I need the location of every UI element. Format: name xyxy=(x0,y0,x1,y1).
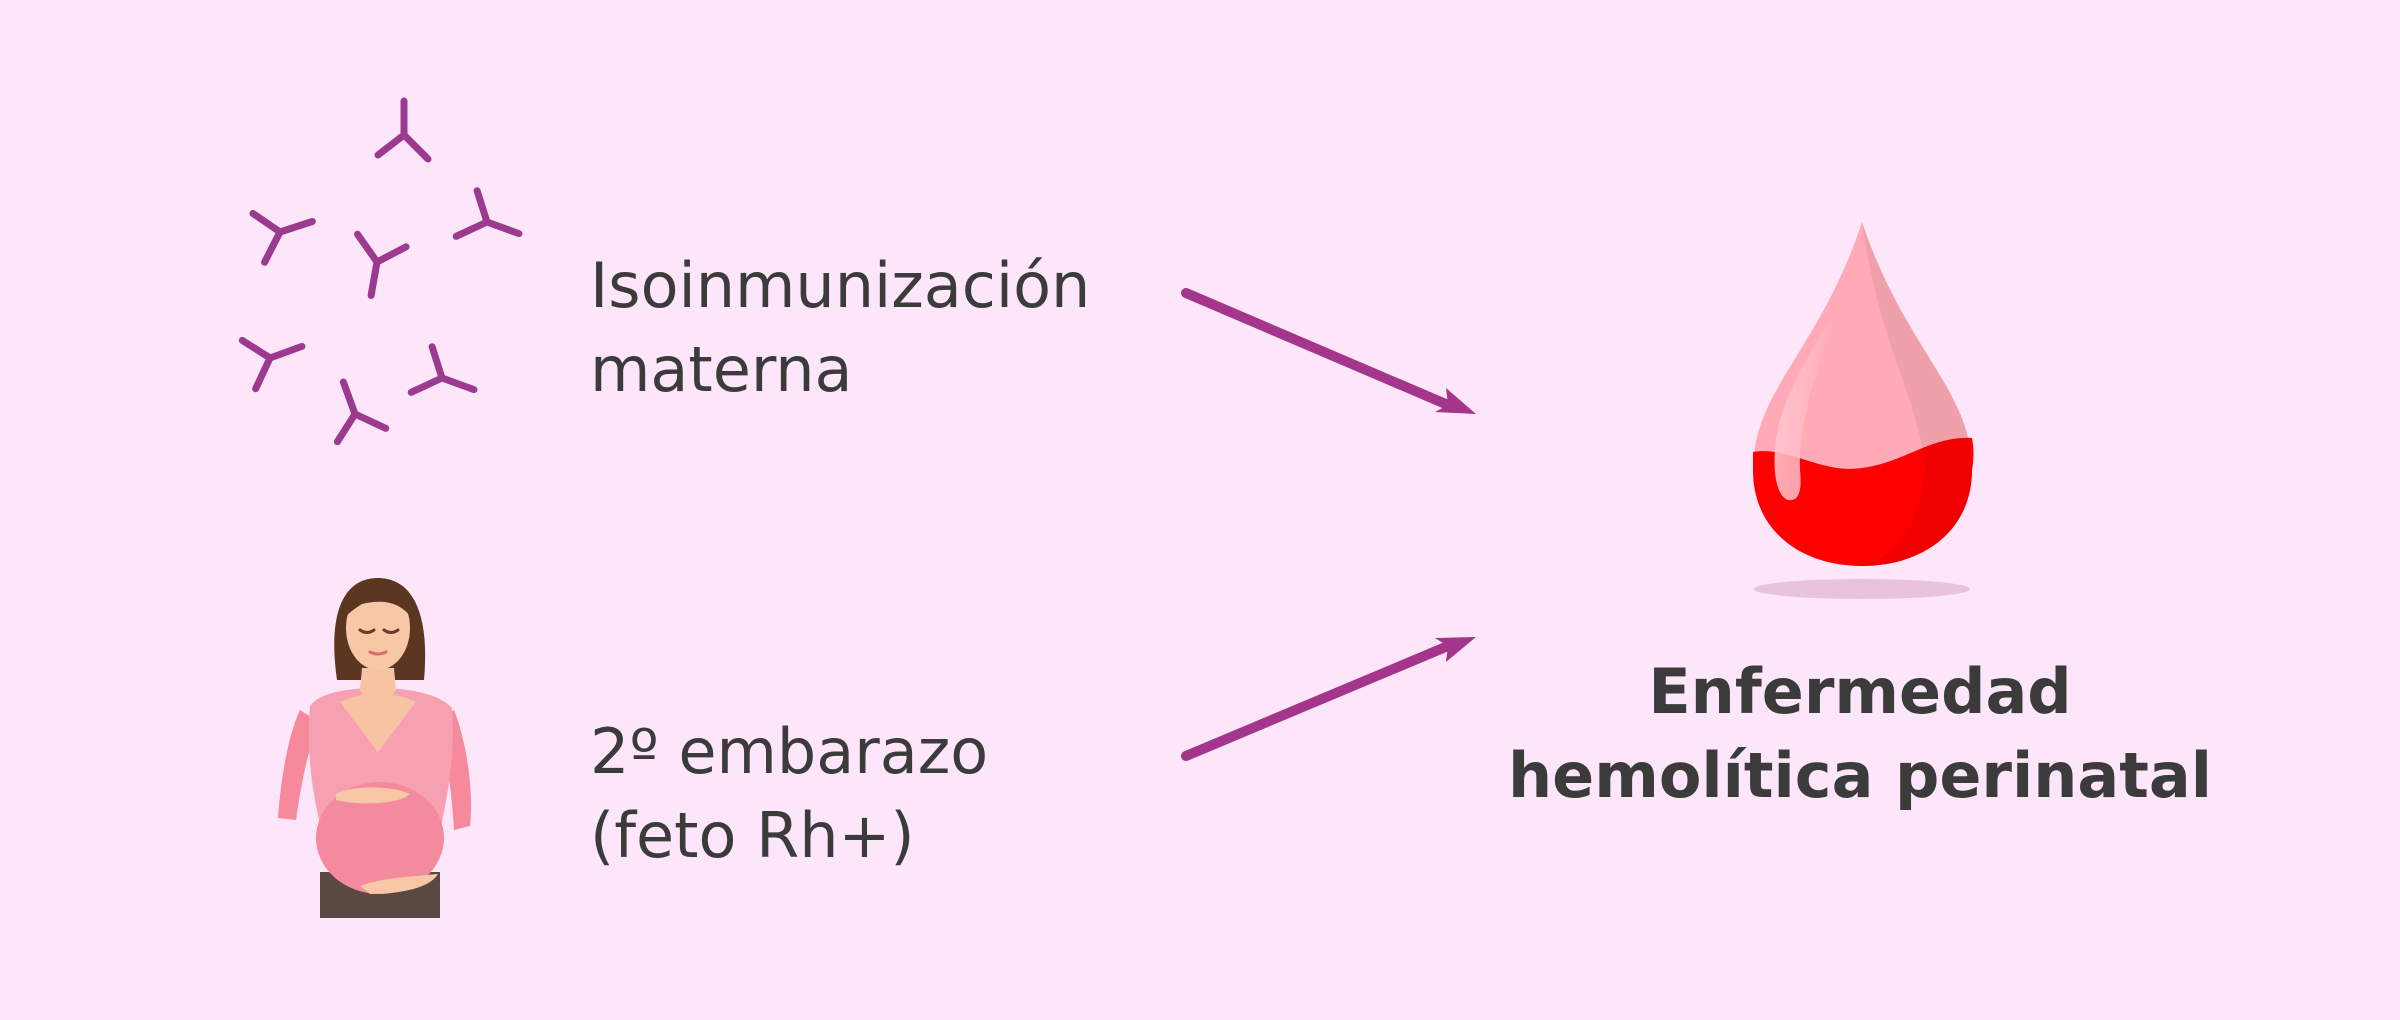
blood-drop-icon xyxy=(1753,222,1974,599)
pregnant-woman-icon xyxy=(278,578,472,918)
cause2-line2: (feto Rh+) xyxy=(590,799,915,872)
arrow-bottom xyxy=(1181,637,1476,761)
arrow-top xyxy=(1181,288,1476,414)
cause2-line1: 2º embarazo xyxy=(590,715,989,788)
cause1-line2: materna xyxy=(590,333,853,406)
cause1-line1: Isoinmunización xyxy=(590,249,1091,322)
result-line1: Enfermedad xyxy=(1648,655,2072,728)
antibodies-icon xyxy=(239,101,528,445)
cause-second-pregnancy: 2º embarazo (feto Rh+) xyxy=(590,710,988,878)
result-line2: hemolítica perinatal xyxy=(1508,739,2212,812)
cause-maternal-isoimmunization: Isoinmunización materna xyxy=(590,244,1090,412)
result-label: Enfermedad hemolítica perinatal xyxy=(1420,650,2300,818)
